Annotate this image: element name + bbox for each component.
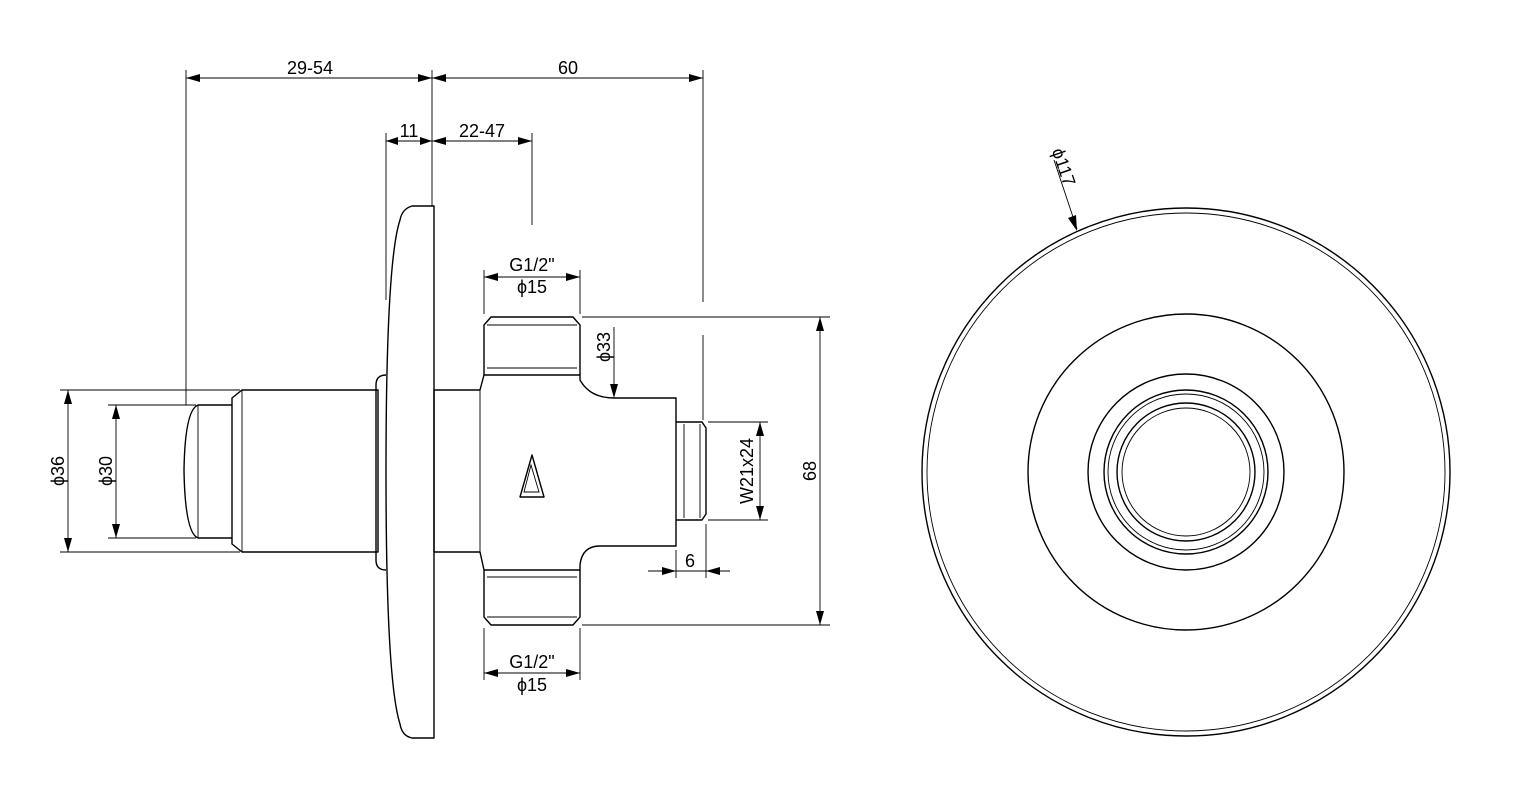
push-button [183,404,232,539]
svg-text:60: 60 [558,58,578,78]
svg-text:29-54: 29-54 [287,58,333,78]
button-ring [1116,402,1256,542]
dim-body-diameter: ϕ33 [594,327,618,398]
svg-text:ϕ33: ϕ33 [594,332,614,362]
svg-text:11: 11 [400,121,419,141]
dim-body-adjust: 22-47 [432,121,532,145]
dim-overall-height: 68 [800,317,824,625]
dim-rosette-diameter: ϕ117 [1048,145,1080,231]
dim-rosette-thickness: 11 [386,121,432,145]
inlet-thread-top [483,316,581,375]
dim-inlet-bottom: G1/2" ϕ15 [484,652,580,695]
rosette-step-ring [1027,313,1345,631]
sleeve [231,389,379,553]
rosette-outer-ring [921,207,1451,737]
dim-overall-depth: 60 [432,58,703,82]
side-view [183,205,707,739]
valve-body [433,374,677,571]
svg-text:G1/2": G1/2" [509,652,554,672]
svg-text:22-47: 22-47 [459,121,505,141]
dim-sleeve-diameter: ϕ36 [48,390,72,552]
dim-button-diameter: ϕ30 [96,405,120,538]
rosette-profile [385,205,435,739]
collar-ring [1103,389,1269,555]
svg-text:G1/2": G1/2" [509,255,554,275]
dim-inlet-top: G1/2" ϕ15 [484,255,580,297]
dim-adjust-length: 29-54 [186,58,432,82]
svg-text:ϕ30: ϕ30 [96,456,116,486]
svg-text:ϕ117: ϕ117 [1048,145,1080,188]
svg-text:6: 6 [685,551,695,571]
svg-text:ϕ15: ϕ15 [517,675,547,695]
svg-text:W21x24: W21x24 [737,438,757,504]
dim-outlet-thread: W21x24 [737,422,764,520]
side-dimensions: 29-54 60 11 22-47 G1/2" [48,58,830,695]
svg-text:68: 68 [800,461,820,481]
svg-text:ϕ15: ϕ15 [517,277,547,297]
svg-text:ϕ36: ϕ36 [48,456,68,486]
inlet-thread-bottom [483,570,581,626]
flow-arrow-icon [519,454,545,498]
rosette-collar [375,374,387,571]
dim-outlet-length: 6 [648,551,730,575]
front-view [921,207,1451,737]
sleeve-ring [1087,373,1285,571]
outlet-nipple [676,421,707,521]
